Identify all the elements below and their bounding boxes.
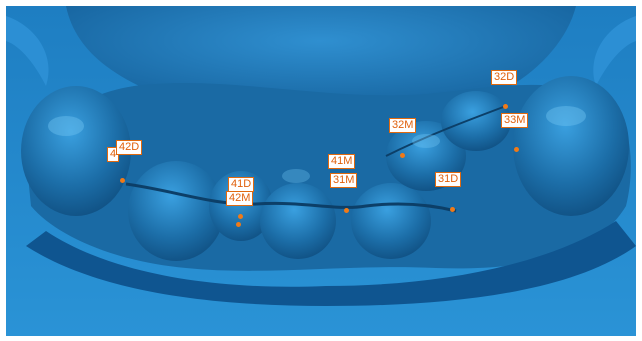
landmark-point-32D[interactable] xyxy=(503,104,508,109)
tooth-46 xyxy=(128,161,224,261)
palate-fold-left xyxy=(6,16,49,86)
landmark-label-41M[interactable]: 41M xyxy=(328,154,356,169)
landmark-point-33M[interactable] xyxy=(514,147,519,152)
tooth-33 xyxy=(441,91,511,151)
landmark-label-42D[interactable]: 42D xyxy=(116,140,143,155)
highlight-3 xyxy=(412,134,440,148)
landmark-label-31D[interactable]: 31D xyxy=(435,172,462,187)
landmark-label-42M[interactable]: 42M xyxy=(226,191,254,206)
landmark-point-32M[interactable] xyxy=(400,153,405,158)
3d-viewport[interactable]: 4 42D 42M 41D 41M 31M 32M 31D 32D 33M xyxy=(6,6,636,336)
landmark-point-31D[interactable] xyxy=(450,207,455,212)
highlight-4 xyxy=(282,169,310,183)
landmark-label-33M[interactable]: 33M xyxy=(501,113,529,128)
landmark-point-31M[interactable] xyxy=(344,208,349,213)
tooth-42 xyxy=(209,171,273,241)
landmark-point-42M[interactable] xyxy=(236,222,241,227)
lingual-line xyxy=(385,105,507,157)
landmark-label-31M[interactable]: 31M xyxy=(330,173,358,188)
tooth-31 xyxy=(351,183,431,259)
landmark-label-32D[interactable]: 32D xyxy=(491,70,518,85)
landmark-point-42D[interactable] xyxy=(120,178,125,183)
vestibule-shadow xyxy=(26,221,636,306)
highlight-1 xyxy=(48,116,84,136)
tooth-36 xyxy=(513,76,629,216)
dental-scan-surface[interactable] xyxy=(6,6,636,336)
landmark-point-41D[interactable] xyxy=(238,214,243,219)
tooth-47 xyxy=(21,86,131,216)
landmark-label-32M[interactable]: 32M xyxy=(389,118,417,133)
tooth-41 xyxy=(260,183,336,259)
landmark-label-41D[interactable]: 41D xyxy=(228,177,255,192)
palate-fold-right xyxy=(593,16,636,86)
occlusal-line xyxy=(125,182,457,213)
highlight-2 xyxy=(546,106,586,126)
